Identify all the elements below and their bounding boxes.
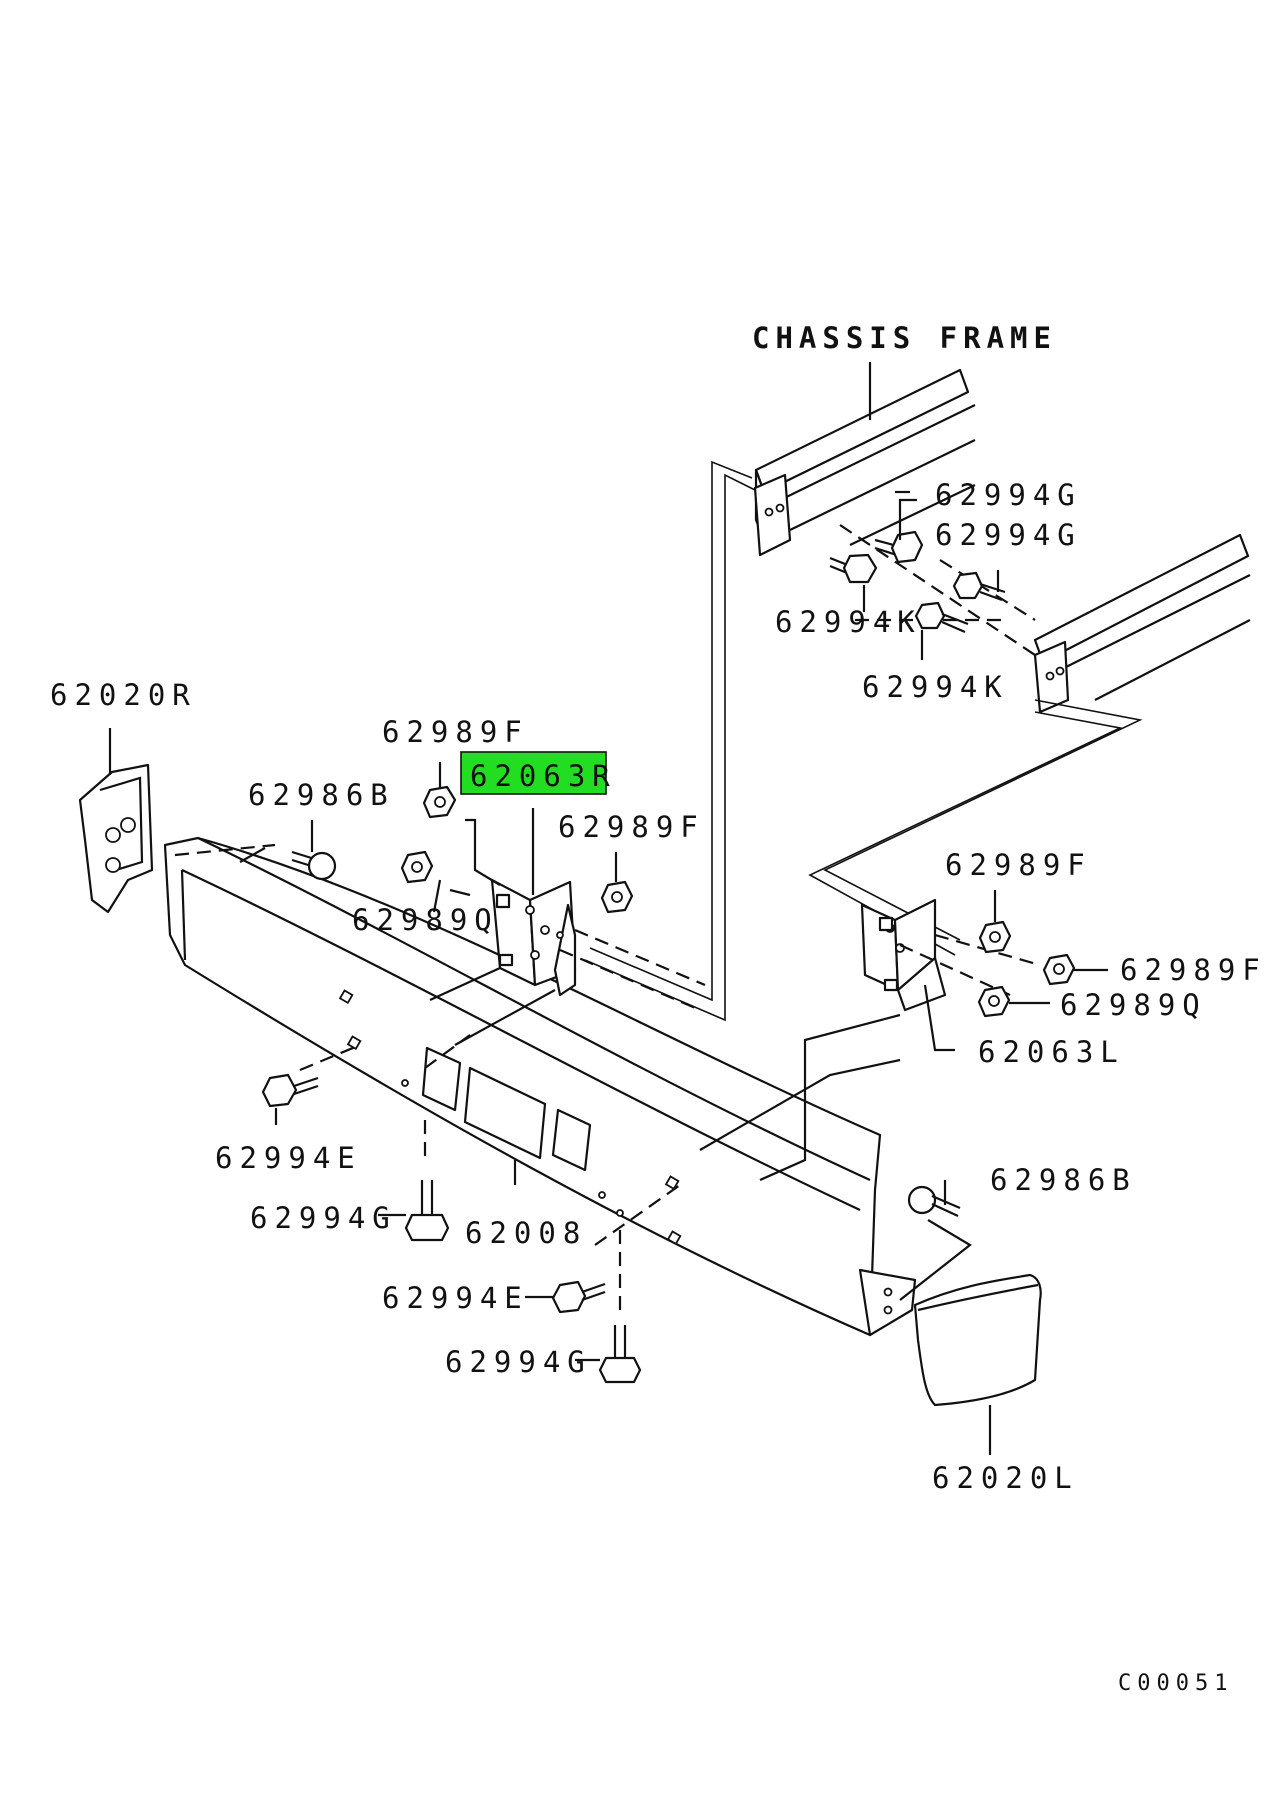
frame-bracket-upper: [753, 473, 792, 557]
label-62008[interactable]: 62008: [465, 1216, 587, 1250]
assembly-line: [174, 843, 276, 857]
assembly-line: [759, 1013, 901, 1182]
label-62994K-a[interactable]: 62994K: [775, 605, 922, 639]
routing-line-left-inner: [808, 711, 1123, 956]
assembly-line: [559, 948, 701, 1012]
routing-line-right-inner: [589, 460, 753, 1002]
bumper-62008: [163, 836, 917, 1337]
diagram-code: C00051: [1118, 1671, 1233, 1696]
assembly-line: [424, 1034, 471, 1069]
nut-62989Q-b: [977, 985, 1011, 1018]
assembly-line: [429, 966, 501, 1002]
label-62994G-d[interactable]: 62994G: [445, 1345, 592, 1379]
assembly-line: [699, 1058, 901, 1151]
label-62989Q-b[interactable]: 62989Q: [1060, 988, 1207, 1022]
assembly-line: [454, 989, 556, 1046]
assembly-line: [299, 1043, 361, 1072]
bracket-62063R: [490, 878, 577, 997]
nut-62989F-b: [600, 880, 634, 914]
corner-piece-62020L: [913, 1273, 1042, 1407]
corner-piece-62020R: [78, 763, 154, 914]
label-62063L[interactable]: 62063L: [978, 1035, 1125, 1069]
assembly-line: [839, 524, 1036, 656]
leader-lines: [108, 490, 1108, 1455]
label-62994G-b[interactable]: 62994G: [935, 518, 1082, 552]
assembly-line: [899, 1219, 972, 1301]
label-62989F-a[interactable]: 62989F: [382, 715, 529, 749]
label-62020R[interactable]: 62020R: [50, 678, 197, 712]
bolt-62986B-left: [291, 850, 337, 881]
assembly-line: [594, 1184, 681, 1246]
label-62989F-c[interactable]: 62989F: [945, 848, 1092, 882]
nut-62989Q-a: [400, 850, 434, 884]
bolt-62994G-bottom-right: [598, 1325, 642, 1384]
bolt-62994E-right: [551, 1280, 606, 1314]
label-62994G-a[interactable]: 62994G: [935, 478, 1082, 512]
frame-bracket-lower: [1033, 640, 1070, 714]
bolt-62994G-bottom-left: [404, 1180, 450, 1242]
label-62994E-a[interactable]: 62994E: [215, 1141, 362, 1175]
routing-line-right-outer: [584, 473, 756, 1022]
nut-62989F-a: [422, 785, 457, 819]
bolt-62994G-lower-frame: [952, 571, 1006, 602]
label-62986B-b[interactable]: 62986B: [990, 1163, 1137, 1197]
bolt-62994E-left: [261, 1073, 319, 1108]
bolt-62994G-upper: [874, 530, 924, 564]
label-62020L[interactable]: 62020L: [932, 1461, 1079, 1495]
nut-62989F-d: [1042, 953, 1076, 986]
assembly-line: [574, 928, 706, 987]
assembly-line: [899, 943, 1011, 997]
label-62994E-b[interactable]: 62994E: [382, 1281, 529, 1315]
bolt-62986B-right: [907, 1185, 961, 1217]
label-62989F-d[interactable]: 62989F: [1120, 953, 1267, 987]
nut-62989F-c: [978, 920, 1012, 954]
label-62994G-c[interactable]: 62994G: [250, 1201, 397, 1235]
assembly-line: [939, 559, 1036, 621]
bracket-62063L: [860, 898, 947, 1012]
bolt-62994K-lower-frame: [914, 601, 969, 634]
label-62989Q-a[interactable]: 62989Q: [352, 903, 499, 937]
label-62994K-b[interactable]: 62994K: [862, 670, 1009, 704]
label-62989F-b[interactable]: 62989F: [558, 810, 705, 844]
label-62063R[interactable]: 62063R: [470, 759, 617, 793]
assembly-line: [239, 847, 266, 863]
label-chassis-frame: CHASSIS FRAME: [752, 321, 1057, 355]
label-62986B-a[interactable]: 62986B: [248, 778, 395, 812]
routing-line-left-outer: [823, 699, 1143, 941]
bolt-62994K-upper: [829, 553, 878, 584]
highlight-box-62063R[interactable]: [460, 751, 607, 795]
